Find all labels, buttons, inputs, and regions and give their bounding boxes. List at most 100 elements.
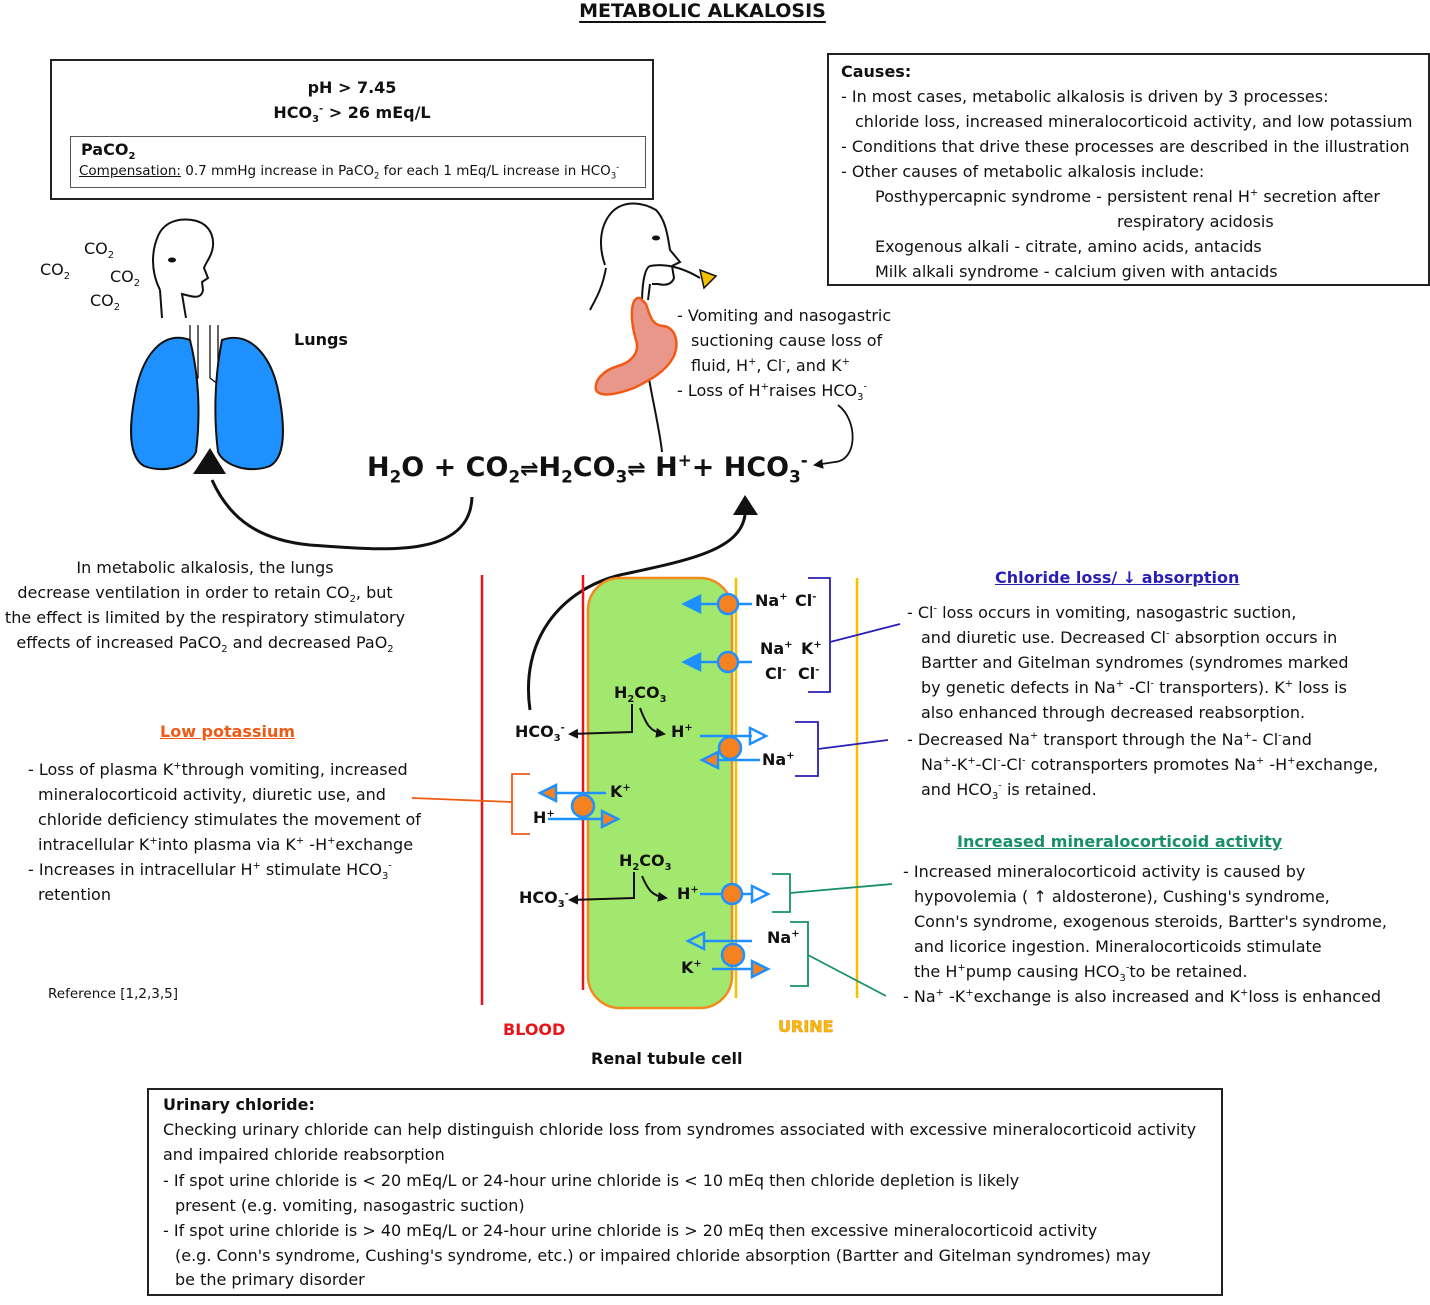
urine-label: URINE [778, 1017, 834, 1037]
causes-line-8: Milk alkali syndrome - calcium given wit… [875, 262, 1278, 281]
reference-text: Reference [1,2,3,5] [48, 986, 179, 1002]
h2co3-split-arrows-top [568, 704, 666, 739]
chloride-line-3: Bartter and Gitelman syndromes (syndrome… [921, 653, 1349, 672]
low-potassium-line-3: chloride deficiency stimulates the movem… [38, 810, 421, 829]
mineralo-line-4: and licorice ingestion. Mineralocorticoi… [914, 937, 1322, 956]
transporter-na-k-exchanger [685, 930, 771, 980]
chloride-bracket [795, 577, 901, 777]
urinary-line-6: (e.g. Conn's syndrome, Cushing's syndrom… [175, 1246, 1151, 1265]
eq-h2o: H2O [367, 452, 425, 487]
chloride-loss-heading: Chloride loss/ ↓ absorption [995, 568, 1240, 587]
urinary-line-4: present (e.g. vomiting, nasogastric suct… [175, 1196, 525, 1215]
k-label-exchanger: K+ [610, 782, 631, 801]
urinary-line-1: Checking urinary chloride can help disti… [163, 1120, 1197, 1139]
mineralo-line-2: hypovolemia ( ↑ aldosterone), Cushing's … [914, 887, 1330, 906]
co2-molecule: CO2 [84, 239, 115, 262]
k-label-bottom: K+ [681, 958, 702, 977]
resp-note: In metabolic alkalosis, the lungs decrea… [4, 558, 406, 656]
eq-h: H+ [655, 450, 692, 483]
criteria-box: pH > 7.45 HCO3- > 26 mEq/L PaCO2 Compens… [50, 59, 654, 200]
causes-line-4: - Other causes of metabolic alkalosis in… [841, 162, 1205, 181]
urinary-line-3: - If spot urine chloride is < 20 mEq/L o… [163, 1171, 1020, 1190]
low-potassium-line-6: retention [38, 885, 111, 904]
eq-hco3: HCO3- [723, 450, 808, 487]
na-label-bottom: Na+ [767, 928, 800, 947]
vomit-to-hco3-arrow [813, 404, 854, 469]
h2co3-label-bottom: H2CO3 [619, 851, 672, 874]
mineralocorticoid-heading: Increased mineralocorticoid activity [957, 832, 1283, 851]
lungs-label: Lungs [294, 330, 348, 349]
left-lung-icon [130, 336, 200, 471]
causes-box: Causes: - In most cases, metabolic alkal… [827, 53, 1430, 286]
hco3-label-top: HCO3- [515, 722, 565, 745]
mineralo-line-3: Conn's syndrome, exogenous steroids, Bar… [914, 912, 1387, 931]
mineralo-line-5: the H+pump causing HCO3-to be retained. [914, 962, 1248, 985]
ion-label-na: Na+ [760, 639, 793, 658]
page-title: METABOLIC ALKALOSIS [579, 0, 826, 22]
eq-arrow-2: ⇌ [627, 457, 646, 482]
hco3-criterion: HCO3- > 26 mEq/L [273, 103, 431, 126]
co2-to-lungs-arrow [210, 479, 474, 551]
chloride-line-8: and HCO3- is retained. [921, 780, 1097, 803]
transporter-na-cl [681, 592, 752, 616]
causes-line-2: chloride loss, increased mineralocortico… [855, 112, 1413, 131]
compensation-box: PaCO2 Compensation: 0.7 mmHg increase in… [70, 136, 646, 188]
na-label-exchanger: Na+ [762, 750, 795, 769]
vomiting-line-3: fluid, H+, Cl-, and K+ [691, 356, 850, 375]
vomiting-line-4: - Loss of H+raises HCO3- [677, 381, 868, 404]
causes-line-1: - In most cases, metabolic alkalosis is … [841, 87, 1329, 106]
ion-label-cl: Cl- [765, 664, 787, 683]
h-label-bottom: H+ [677, 884, 699, 903]
chloride-line-5: also enhanced through decreased reabsorp… [921, 703, 1306, 722]
h2co3-split-arrows-bottom [568, 872, 668, 905]
low-potassium-line-5: - Increases in intracellular H+ stimulat… [28, 860, 392, 883]
right-lung-icon [214, 336, 284, 471]
chloride-line-2: and diuretic use. Decreased Cl- absorpti… [921, 628, 1338, 647]
causes-line-6: respiratory acidosis [1117, 212, 1274, 231]
mineralocorticoid-bracket [772, 873, 893, 997]
causes-line-5: Posthypercapnic syndrome - persistent re… [875, 187, 1380, 206]
lungs-arrowhead-icon [193, 448, 226, 474]
equation-arrowhead-icon [733, 495, 758, 515]
co2-molecule: CO2 [40, 260, 71, 283]
ion-label-k: K+ [801, 639, 822, 658]
eq-co2: CO2 [465, 452, 521, 487]
urinary-line-2: and impaired chloride reabsorption [163, 1145, 445, 1164]
mineralo-line-1: - Increased mineralocorticoid activity i… [903, 862, 1306, 881]
urinary-line-5: - If spot urine chloride is > 40 mEq/L o… [163, 1221, 1098, 1240]
low-potassium-line-1: - Loss of plasma K+through vomiting, inc… [28, 760, 408, 779]
eq-h2co3: H2CO3 [538, 452, 628, 487]
h-label-top: H+ [671, 722, 693, 741]
vomiting-line-2: suctioning cause loss of [691, 331, 883, 350]
ion-label-cl: Cl- [798, 664, 820, 683]
paco2-heading: PaCO2 [81, 140, 136, 163]
low-potassium-heading: Low potassium [160, 722, 296, 741]
chloride-line-1: - Cl- loss occurs in vomiting, nasogastr… [907, 603, 1297, 622]
chloride-line-4: by genetic defects in Na+ -Cl- transport… [921, 678, 1347, 697]
ion-label-na: Na+ [755, 591, 788, 610]
causes-line-3: - Conditions that drive these processes … [841, 137, 1410, 156]
eq-arrow-1: ⇌ [520, 457, 539, 482]
vomiting-line-1: - Vomiting and nasogastric [677, 306, 892, 325]
blood-label: BLOOD [503, 1020, 566, 1039]
renal-tubule-cell-label: Renal tubule cell [591, 1049, 743, 1068]
transporter-k-h-exchanger [537, 782, 621, 830]
h-label-exchanger: H+ [533, 808, 555, 827]
vomit-triangle-icon [698, 268, 718, 290]
urinary-heading: Urinary chloride: [163, 1095, 315, 1114]
low-potassium-line-2: mineralocorticoid activity, diuretic use… [38, 785, 386, 804]
hco3-to-equation-arrow [527, 514, 747, 711]
urinary-line-7: be the primary disorder [175, 1270, 365, 1289]
mineralo-line-6: - Na+ -K+exchange is also increased and … [903, 987, 1382, 1006]
low-potassium-line-4: intracellular K+into plasma via K+ -H+ex… [38, 835, 414, 854]
stomach-icon [594, 296, 678, 396]
co2-molecule: CO2 [110, 267, 141, 290]
lungs-person-icon [152, 218, 215, 319]
transporter-na-h-exchanger [699, 725, 769, 771]
potassium-bracket [411, 773, 530, 835]
carbonic-acid-equation: H2O + CO2⇌H2CO3⇌ H++ HCO3- [367, 450, 808, 487]
chloride-line-6: - Decreased Na+ transport through the Na… [907, 730, 1312, 749]
ion-label-cl: Cl- [795, 591, 817, 610]
causes-line-7: Exogenous alkali - citrate, amino acids,… [875, 237, 1262, 256]
